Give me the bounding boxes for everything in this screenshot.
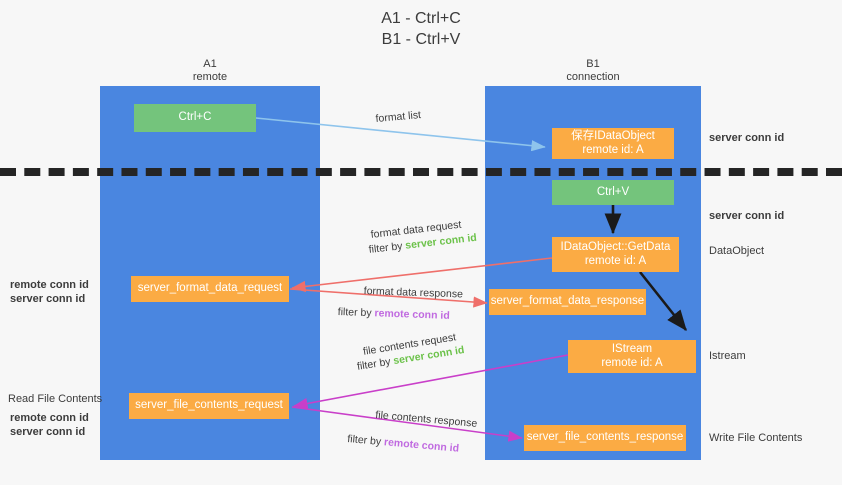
annotation-remote-conn-id-1: remote conn id (10, 279, 89, 291)
node-istream-line1: IStream (611, 343, 653, 355)
annotation-server-conn-id-mid: server conn id (709, 210, 785, 222)
node-istream[interactable]: IStream remote id: A (568, 340, 696, 373)
annotation-write-file-contents: Write File Contents (709, 432, 803, 444)
node-istream-line2: remote id: A (601, 356, 663, 369)
annotation-server-conn-id-2: server conn id (10, 426, 86, 438)
annotation-server-conn-id-top: server conn id (709, 132, 785, 144)
node-store-dataobject-line1: 保存IDataObject (571, 130, 655, 142)
section-divider (0, 168, 842, 176)
filter-key-remote-conn-id: remote conn id (374, 307, 450, 322)
annotation-remote-conn-id-2: remote conn id (10, 412, 89, 424)
title-line-1: A1 - Ctrl+C (381, 10, 461, 27)
node-server-file-contents-response[interactable]: server_file_contents_response (524, 425, 686, 451)
lane-b1-name: B1 (586, 58, 600, 70)
node-server-format-data-response-label: server_format_data_response (490, 295, 645, 308)
title-line-2: B1 - Ctrl+V (381, 31, 461, 48)
node-store-dataobject[interactable]: 保存IDataObject remote id: A (552, 128, 674, 159)
node-ctrl-v-label: Ctrl+V (596, 185, 630, 198)
filter-prefix: filter by (346, 432, 385, 449)
edge-label-format-data-response-filter: filter by remote conn id (338, 305, 450, 323)
lane-header-b1: B1 connection (485, 58, 701, 84)
node-server-file-contents-request[interactable]: server_file_contents_request (129, 393, 289, 419)
node-getdata-line2: remote id: A (584, 254, 647, 267)
lane-a1-name: A1 (203, 58, 217, 70)
node-server-file-contents-response-label: server_file_contents_response (526, 431, 684, 444)
node-idataobject-getdata[interactable]: IDataObject::GetData remote id: A (552, 237, 679, 272)
edge-label-format-list: format list (375, 109, 422, 125)
filter-key-remote-conn-id: remote conn id (383, 436, 460, 455)
filter-prefix: filter by (356, 355, 395, 373)
annotation-server-conn-id-1: server conn id (10, 293, 86, 305)
edge-label-file-contents-response-filter: filter by remote conn id (347, 432, 460, 456)
node-server-format-data-request[interactable]: server_format_data_request (131, 276, 289, 302)
node-ctrl-c-label: Ctrl+C (178, 111, 212, 124)
annotation-dataobject: DataObject (709, 245, 765, 257)
filter-prefix: filter by (337, 305, 375, 320)
edge-label-file-contents-response: file contents response (374, 408, 478, 430)
node-store-dataobject-line2: remote id: A (582, 143, 644, 156)
node-server-format-data-request-label: server_format_data_request (137, 282, 283, 295)
lane-header-a1: A1 remote (100, 58, 320, 84)
annotation-istream: Istream (709, 350, 746, 362)
node-ctrl-v[interactable]: Ctrl+V (552, 180, 674, 205)
lane-b1-sub: connection (566, 71, 620, 83)
node-server-format-data-response[interactable]: server_format_data_response (489, 289, 646, 315)
node-ctrl-c[interactable]: Ctrl+C (134, 104, 256, 132)
annotation-read-file-contents: Read File Contents (8, 393, 103, 405)
filter-prefix: filter by (368, 239, 407, 256)
edge-label-format-data-response: format data response (363, 284, 464, 301)
lane-a1-sub: remote (192, 71, 228, 83)
page-title: A1 - Ctrl+C B1 - Ctrl+V (0, 8, 842, 50)
node-getdata-line1: IDataObject::GetData (560, 241, 671, 253)
node-server-file-contents-request-label: server_file_contents_request (135, 399, 283, 412)
